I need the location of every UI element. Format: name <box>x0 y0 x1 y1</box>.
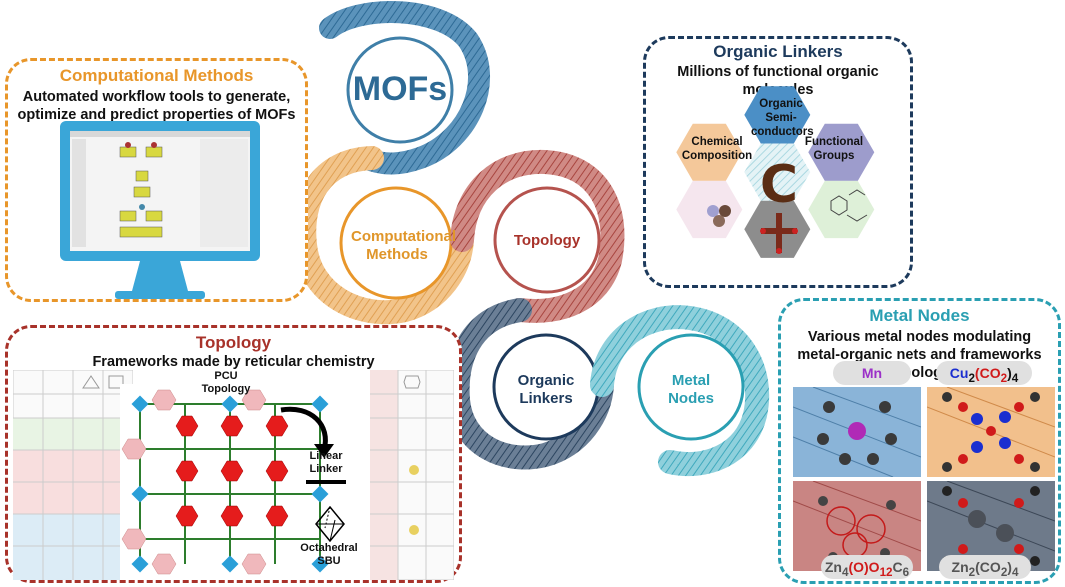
hex-label-chemical: Chemical Composition <box>681 136 753 162</box>
lattice-pink-nodes <box>121 389 267 575</box>
computational-subtitle: Automated workflow tools to generate, op… <box>17 89 296 123</box>
topology-ring <box>493 186 601 294</box>
molecule-graphene-icon <box>760 213 798 254</box>
swirl-red <box>450 149 625 323</box>
swirl-teal <box>590 305 770 477</box>
ring-label-topology: Topology <box>513 232 581 249</box>
linkers-title: Organic Linkers <box>713 42 843 61</box>
swirl-blue <box>319 1 490 175</box>
hex-functional <box>808 123 875 181</box>
metal-title: Metal Nodes <box>869 306 970 325</box>
hex-chemical <box>676 123 743 181</box>
hex-label-functional: Functional Groups <box>804 136 864 162</box>
monitor-icon <box>60 121 260 299</box>
computational-methods-panel: Computational Methods Automated workflow… <box>5 58 308 302</box>
hex-center <box>744 143 811 201</box>
hex-semiconductors <box>744 86 811 144</box>
hex-molecule-right <box>808 180 875 239</box>
tile-mn <box>793 387 921 477</box>
molecule-small-icon <box>707 205 731 227</box>
mofs-label: MOFs <box>352 70 448 108</box>
mofs-ring <box>346 36 454 144</box>
lattice-nodes <box>175 415 289 527</box>
organic-linkers-panel: Organic Linkers Millions of functional o… <box>643 36 913 288</box>
label-zn2co24: Zn2(CO2)4 <box>939 555 1031 579</box>
ring-label-metal: Metal Nodes <box>668 372 714 407</box>
topology-panel: Topology Frameworks made by reticular ch… <box>5 325 462 583</box>
linear-linker-bar <box>306 480 346 484</box>
building-unit-table-left <box>13 370 133 580</box>
hexagon-cluster <box>676 86 875 258</box>
hex-label-semiconductors: Organic Semi- conductors <box>751 98 814 138</box>
molecule-branched-icon <box>830 189 868 222</box>
tile-cu-paddlewheel <box>927 387 1055 477</box>
computational-title: Computational Methods <box>59 66 254 85</box>
topology-subtitle: Frameworks made by reticular chemistry <box>92 354 375 370</box>
octahedral-sbu-label: Octahedral SBU <box>300 542 358 567</box>
metal-ring <box>637 333 745 441</box>
linear-linker-label: Linear Linker <box>309 450 343 475</box>
label-cu2co24: Cu2(CO2)4 <box>936 361 1032 385</box>
swirl-navy <box>445 298 614 470</box>
curved-arrow-icon <box>280 406 334 458</box>
pcu-label: PCU Topology <box>201 370 251 395</box>
building-unit-table-right <box>370 370 454 580</box>
octahedron-icon <box>315 506 345 542</box>
swirl-orange <box>292 146 474 325</box>
lattice-edges <box>139 403 321 564</box>
topology-title: Topology <box>195 333 272 352</box>
label-mn: Mn <box>833 361 911 385</box>
ring-label-organic: Organic Linkers <box>517 372 575 407</box>
metal-nodes-panel: Metal Nodes Various metal nodes modulati… <box>778 298 1061 584</box>
pcu-lattice <box>120 384 340 580</box>
ring-label-computational: Computational Methods <box>351 228 456 263</box>
label-zn4o: Zn4(O)O12C6 <box>821 555 913 579</box>
hex-center-letter: C <box>759 155 799 215</box>
